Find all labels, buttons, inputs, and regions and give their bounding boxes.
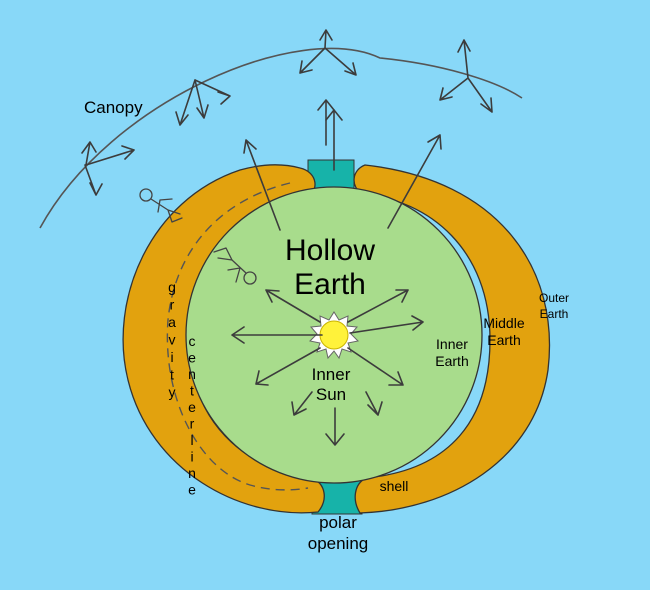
ray-arrow	[349, 315, 424, 334]
middle-earth-label-1: Middle	[483, 315, 524, 331]
ray-arrow	[291, 391, 313, 416]
ray-arrow	[231, 326, 323, 344]
canopy-arrow-clusters	[81, 29, 493, 196]
inner-sun-label-2: Sun	[316, 385, 346, 404]
outward-arrow	[387, 134, 442, 229]
middle-earth-label-2: Earth	[487, 332, 520, 348]
earth-label: Earth	[294, 268, 366, 301]
inner-earth-label-1: Inner	[436, 336, 468, 352]
shell-label: shell	[380, 478, 409, 494]
polar-opening-label-2: opening	[308, 534, 369, 553]
sun-rays	[231, 289, 424, 446]
ray-arrow	[347, 347, 404, 386]
inner-sun-label-1: Inner	[312, 365, 351, 384]
hollow-label: Hollow	[285, 234, 375, 267]
polar-opening-label-1: polar	[319, 513, 357, 532]
stick-figure-outside	[139, 188, 183, 223]
gravity-centerline	[166, 182, 309, 491]
canopy-up-arrow	[317, 99, 335, 146]
outer-earth-label-2: Earth	[540, 307, 569, 321]
ray-arrow	[347, 289, 409, 323]
canopy-arc	[39, 47, 523, 229]
outward-arrows	[243, 109, 442, 231]
stick-figure-inside	[213, 247, 257, 285]
canopy-label: Canopy	[84, 98, 143, 117]
ray-arrow	[325, 407, 345, 446]
inner-earth-label-2: Earth	[435, 353, 468, 369]
inner-sun	[308, 311, 360, 360]
ray-arrow	[365, 391, 383, 416]
ray-arrow	[265, 289, 321, 323]
outer-earth-label-1: Outer	[539, 291, 569, 305]
outward-arrow	[243, 139, 281, 231]
ray-arrow	[255, 347, 321, 386]
